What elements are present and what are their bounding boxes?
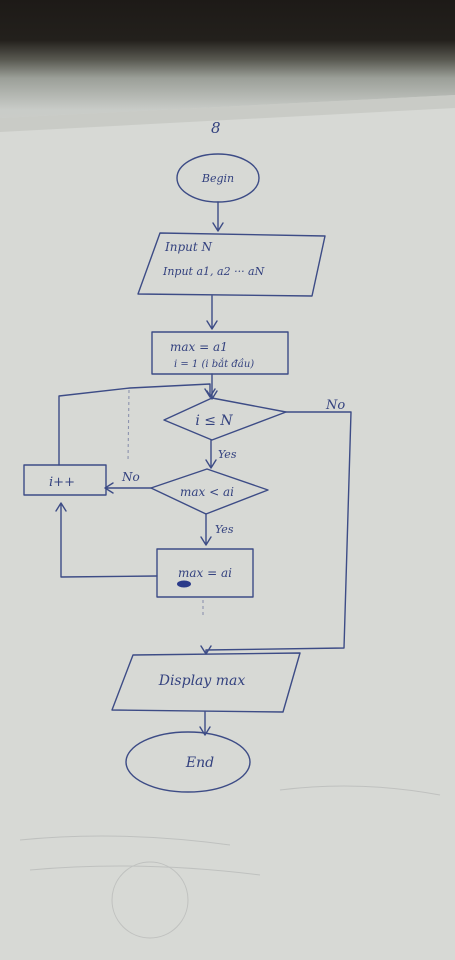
assign-label: max = ai <box>178 566 232 580</box>
arrow-compare-assign <box>200 513 212 546</box>
ink-blot <box>177 580 191 588</box>
end-label: End <box>185 755 214 771</box>
page-mark: 8 <box>211 119 221 137</box>
loop-no-label: No <box>325 398 345 413</box>
input-line1: Input N <box>164 240 213 254</box>
compare-yes-label: Yes <box>215 523 234 536</box>
init-process <box>151 331 289 375</box>
increment-label: i++ <box>49 475 75 490</box>
compare-no-label: No <box>121 470 140 484</box>
display-parallelogram <box>111 652 301 713</box>
assign-back-line <box>55 502 158 578</box>
paper-sheet <box>0 95 455 960</box>
arrow-loop-compare <box>205 439 217 469</box>
end-terminal <box>125 731 251 793</box>
loop-condition-label: i ≤ N <box>195 413 233 429</box>
begin-label: Begin <box>201 172 234 185</box>
init-line2: i = 1 (i bắt đầu) <box>174 358 254 370</box>
assign-process <box>156 548 254 598</box>
loop-decision <box>163 397 287 441</box>
arrow-display-end <box>199 711 211 736</box>
display-label: Display max <box>158 673 246 689</box>
loop-back-faint <box>127 389 130 463</box>
increment-process <box>23 464 107 496</box>
init-line1: max = a1 <box>170 340 228 354</box>
input-line2: Input a1, a2 ··· aN <box>162 265 265 278</box>
bleed-through-marks <box>19 785 441 939</box>
compare-no-line <box>104 482 152 494</box>
paper-shadow <box>0 95 455 132</box>
loop-yes-label: Yes <box>218 448 237 461</box>
compare-condition-label: max < ai <box>180 485 234 499</box>
loop-back-line <box>58 383 216 466</box>
arrow-begin-input <box>212 201 224 232</box>
arrow-input-init <box>206 295 218 330</box>
input-parallelogram <box>137 232 326 297</box>
